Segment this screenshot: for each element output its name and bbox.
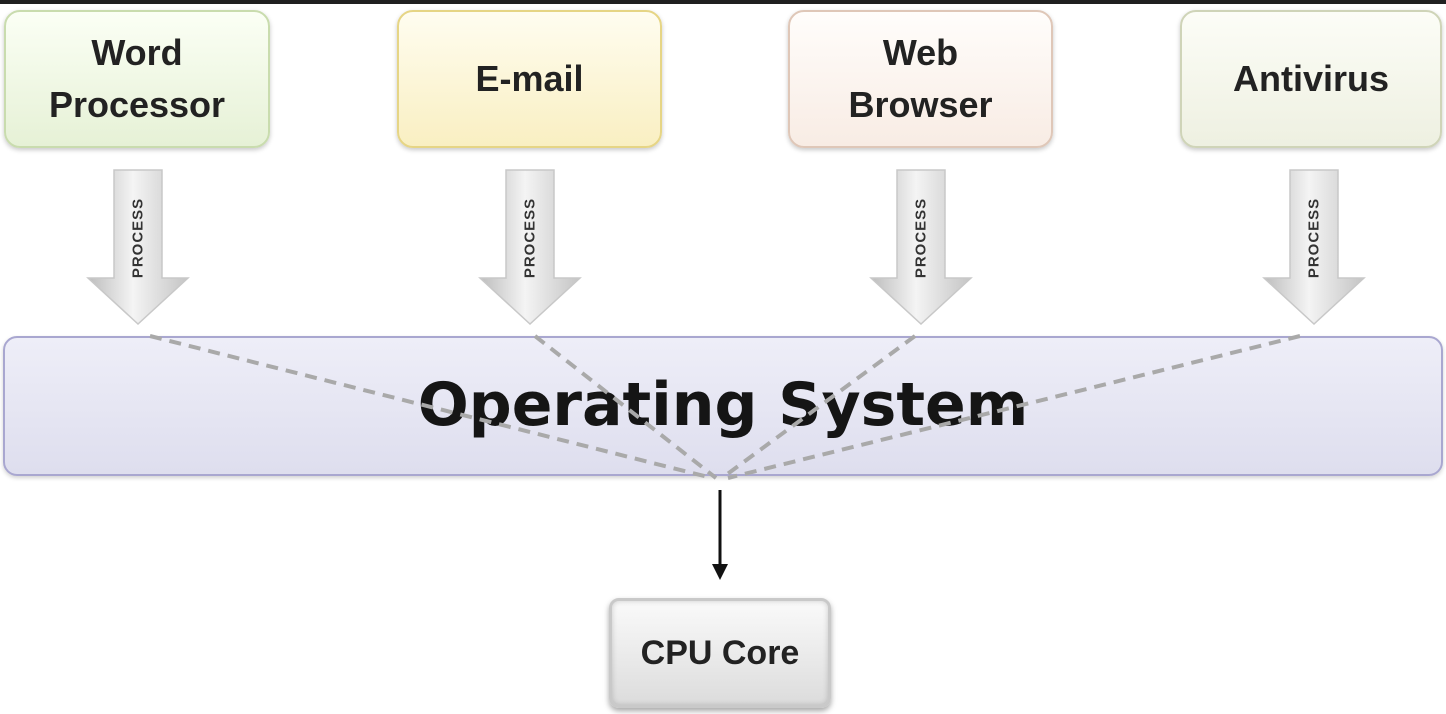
process-arrow-word-processor: PROCESS xyxy=(86,168,190,326)
email-box: E-mail xyxy=(397,10,662,148)
process-arrow-web-browser: PROCESS xyxy=(869,168,973,326)
dash-line-word-processor xyxy=(149,334,713,480)
web-browser-box: Web Browser xyxy=(788,10,1053,148)
process-arrow-email: PROCESS xyxy=(478,168,582,326)
operating-system-bar xyxy=(3,336,1443,476)
dash-line-antivirus xyxy=(727,334,1301,480)
dash-line-email xyxy=(533,334,718,480)
antivirus-box: Antivirus xyxy=(1180,10,1442,148)
dash-line-web-browser xyxy=(720,334,917,480)
process-arrow-antivirus: PROCESS xyxy=(1262,168,1366,326)
word-processor-box: Word Processor xyxy=(4,10,270,148)
down-arrow xyxy=(712,490,728,580)
top-border xyxy=(0,0,1446,4)
cpu-core-box: CPU Core xyxy=(609,598,831,708)
